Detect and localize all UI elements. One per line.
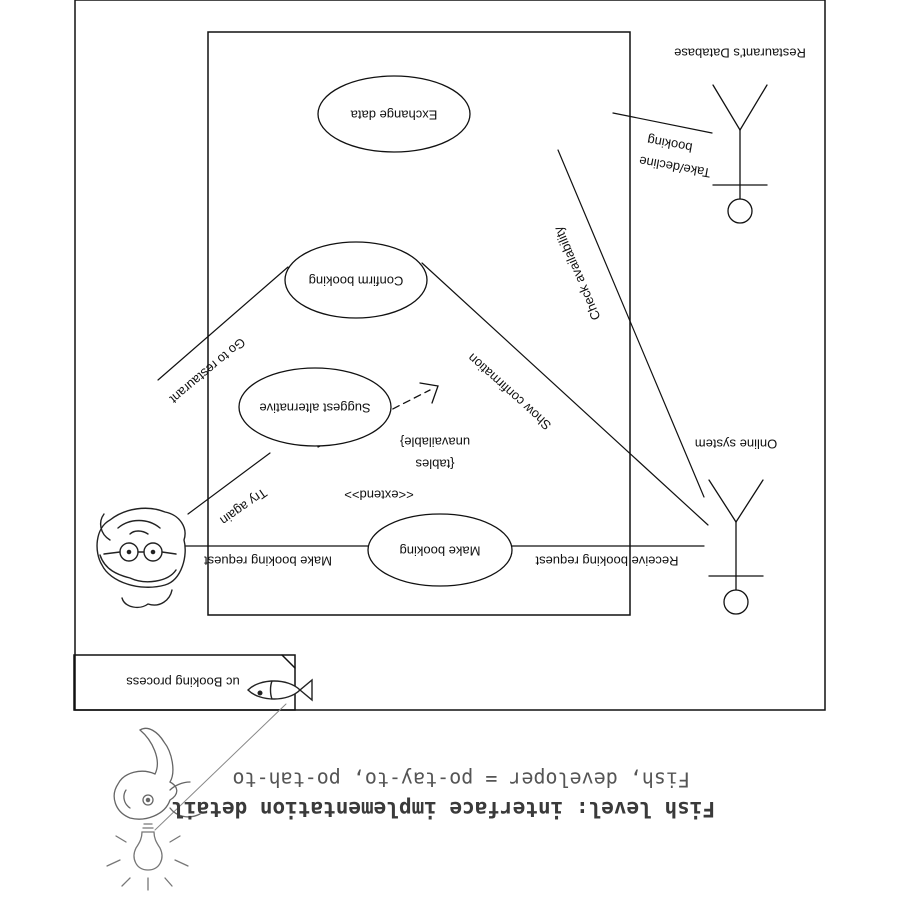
assoc-show-confirmation [421,262,709,526]
lightbulb-icon [106,823,189,891]
extend-arrowhead [419,382,439,404]
package-title-tab [73,654,296,711]
assoc-label-show-confirmation: Show confirmation [465,350,555,433]
note-connector [154,703,287,831]
actor-online-system[interactable] [708,479,764,615]
note-subtitle: Fish, developer = po-tay-to, po-tah-to [232,768,690,792]
use-case-confirm-booking-label: Confirm booking [309,274,404,289]
assoc-label-try-again: Try again [217,485,270,528]
actor-restaurant-database[interactable] [712,84,768,224]
use-case-make-booking-label: Make booking [400,544,481,559]
assoc-label-take-decline: Take/decline [638,153,712,180]
use-case-suggest-alternative-label: Suggest alternative [259,401,370,416]
system-boundary [207,31,631,616]
use-case-exchange-data-label: Exchange data [350,108,438,123]
use-case-make-booking[interactable] [367,513,513,587]
fish-cartoon-icon [113,727,201,820]
assoc-label-take-decline-2: booking [646,133,693,156]
assoc-try-again [187,452,271,515]
assoc-label-receive-booking-request: Receive booking request [535,554,678,569]
assoc-check-availability [557,149,705,498]
developer-avatar-icon [96,507,186,609]
actor-restaurant-database-label: Restaurant's Database [674,46,806,61]
fish-icon [247,678,313,702]
assoc-label-make-booking-request: Make booking request [204,554,332,569]
package-frame [74,0,826,711]
use-case-exchange-data[interactable] [317,75,471,153]
extend-stereotype-label: <<extend>> [344,488,413,503]
package-title: uc Booking process [126,675,240,690]
actor-online-system-label: Online system [695,437,777,452]
extend-condition-line1: {tables [415,457,455,472]
assoc-go-to-restaurant [157,266,289,381]
note-title: Fish level: interface implementation det… [171,797,715,821]
assoc-take-decline [612,112,713,134]
use-case-suggest-alternative[interactable] [238,367,392,447]
extend-condition-line2: unavailable} [399,435,470,450]
use-case-confirm-booking[interactable] [284,241,428,319]
